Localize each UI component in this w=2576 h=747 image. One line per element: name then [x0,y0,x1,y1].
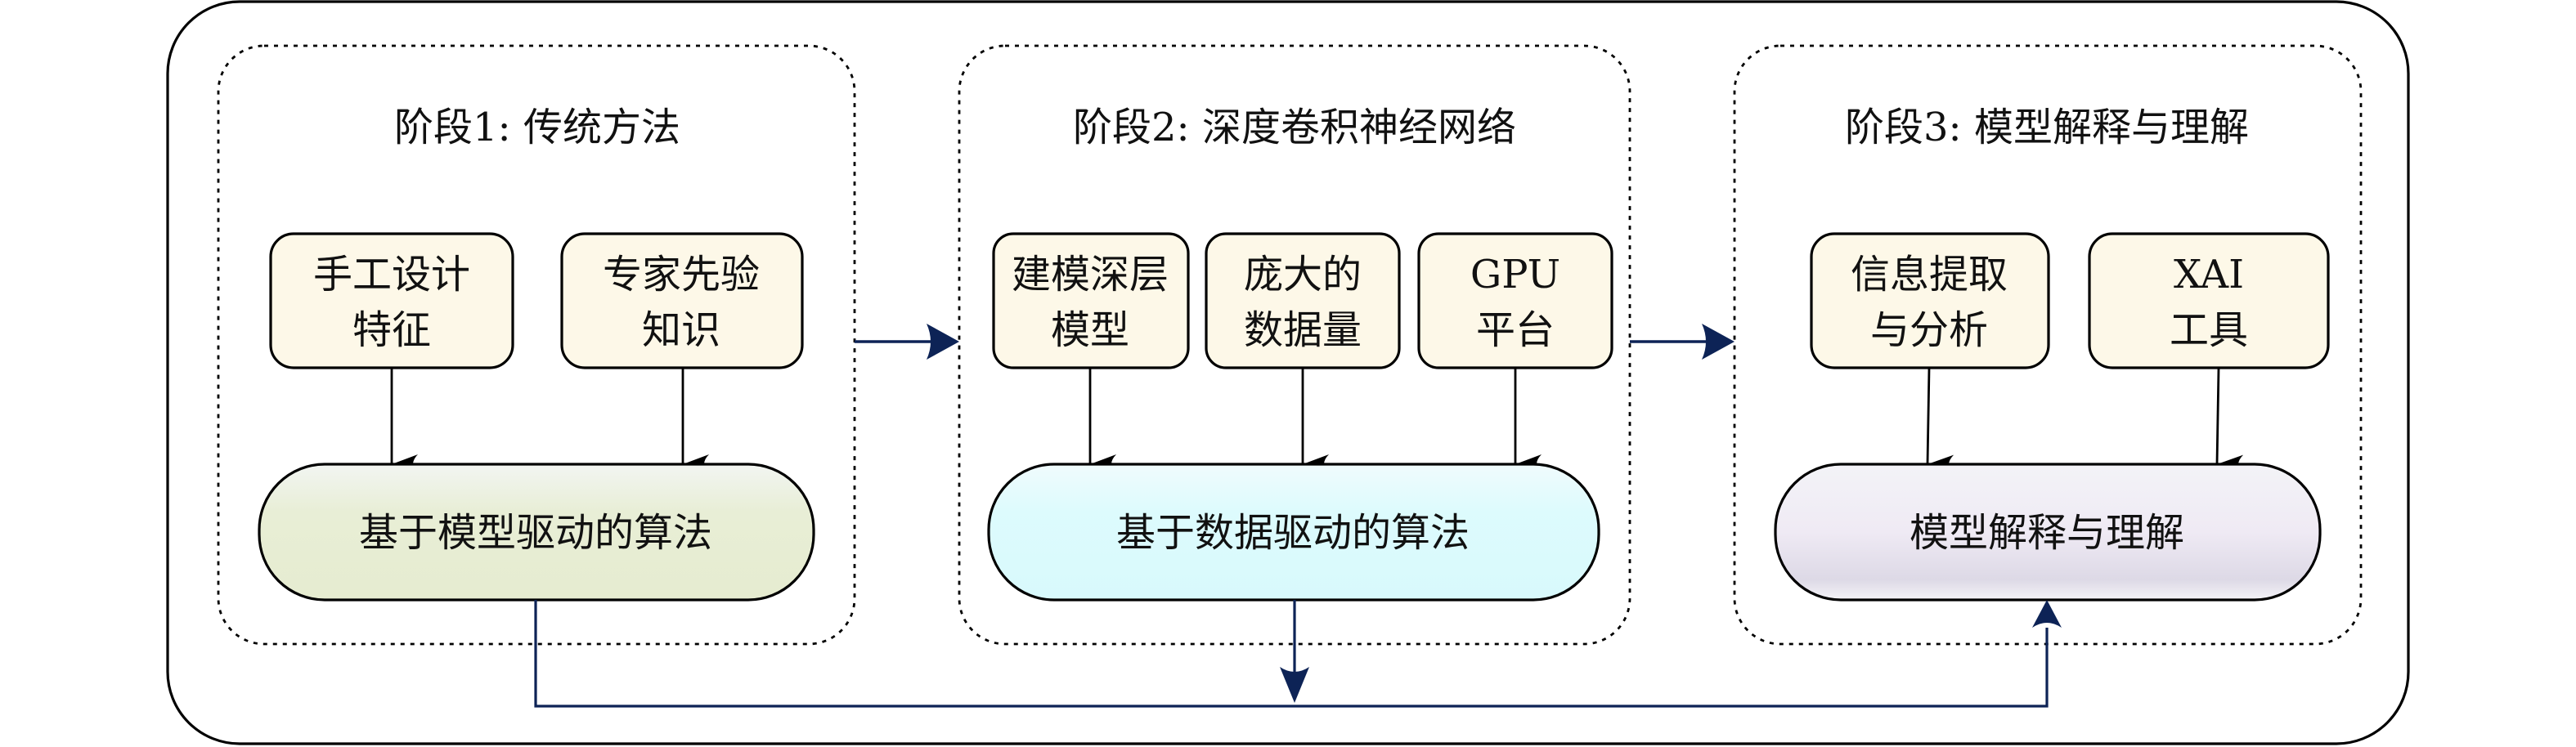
algorithm-box-model-driven: 基于模型驱动的算法 [258,463,815,602]
input-box-xai-tools: XAI 工具 [2088,232,2330,369]
input-box-line: XAI [2174,252,2244,297]
stage-2-title: 阶段2: 深度卷积神经网络 [1073,105,1516,150]
input-box-line: 手工设计 [313,252,470,297]
algorithm-box-data-driven: 基于数据驱动的算法 [987,463,1600,602]
input-box-gpu-platform: GPU 平台 [1417,232,1613,369]
connector-line [534,600,2049,708]
input-box-line: 建模深层 [1012,252,1169,297]
arrow-down [1926,367,1954,475]
input-box-line: 与分析 [1870,307,1988,353]
input-box-line: 庞大的 [1244,252,1362,297]
input-box-info-extraction: 信息提取 与分析 [1810,232,2050,369]
arrowhead-down [1280,667,1309,703]
input-box-line: 知识 [642,307,720,353]
input-box-line: 工具 [2170,307,2248,353]
algorithm-label: 模型解释与理解 [1910,510,2184,556]
input-box-deep-model: 建模深层 模型 [992,232,1190,369]
input-box-line: 数据量 [1244,307,1362,353]
input-box-line: 信息提取 [1851,252,2008,297]
algorithm-box-model-interpretation: 模型解释与理解 [1774,463,2322,602]
input-box-line: 平台 [1476,307,1555,353]
stage-3-title: 阶段3: 模型解释与理解 [1845,105,2249,150]
input-box-handcrafted-features: 手工设计 特征 [269,232,514,369]
stage-transition-arrows [855,324,1735,360]
arrowhead-up [2032,600,2062,628]
input-arrows [390,367,2244,475]
arrow-down [2215,367,2244,475]
outer-frame [166,0,2410,745]
input-box-large-data: 庞大的 数据量 [1205,232,1401,369]
stage-1-title: 阶段1: 传统方法 [394,105,680,150]
algorithm-label: 基于数据驱动的算法 [1116,510,1470,556]
arrowhead-right [927,324,959,360]
input-box-line: 特征 [352,307,431,353]
bottom-connector [534,600,2049,708]
algorithm-label: 基于模型驱动的算法 [359,510,712,556]
input-box-line: 模型 [1051,307,1129,353]
arrowhead-right [1702,324,1735,360]
input-box-expert-prior-knowledge: 专家先验 知识 [560,232,804,369]
input-box-line: 专家先验 [603,252,760,297]
input-box-line: GPU [1470,252,1560,297]
stage-2-container [958,44,1631,646]
